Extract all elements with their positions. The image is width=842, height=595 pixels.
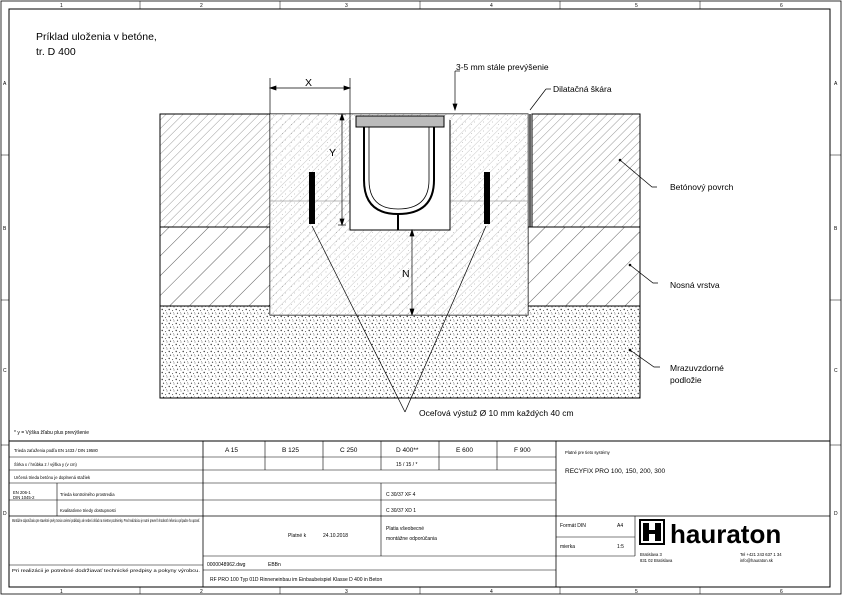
- surface-slab-right: [531, 113, 641, 228]
- class-f900: F 900: [514, 447, 531, 454]
- dim-n-label: N: [402, 268, 410, 280]
- norm-din1045: DIN 1045-2: [13, 495, 35, 500]
- valid-date: 24.10.2018: [323, 533, 348, 539]
- class-d400: D 400**: [396, 447, 419, 454]
- rebar-label: Oceľová výstuž Ø 10 mm každých 40 cm: [419, 408, 574, 418]
- overhang-label: 3-5 mm stále prevýšenie: [456, 62, 549, 72]
- frost-label-line1: Mrazuvzdorné: [670, 363, 724, 373]
- drawing-name: RF PRO 100 Typ 01D Rinneneinbau im Einba…: [210, 577, 382, 583]
- address-line1: Bratislava 3: [640, 552, 663, 557]
- col-label-4-bottom: 4: [490, 589, 493, 595]
- row-dimensions: Šírka x / hrúbka z / výška y (v cm): [14, 462, 77, 467]
- row-env1: Trieda kontrolného prostredia: [60, 492, 115, 497]
- class-c250: C 250: [340, 447, 358, 454]
- grating: [355, 115, 445, 128]
- col-label-3-bottom: 3: [345, 589, 348, 595]
- row-env2: Kvalitatívne triedy dostupnosti: [60, 508, 116, 513]
- col-label-1: 1: [60, 3, 63, 9]
- row-label-b-right: B: [834, 226, 838, 232]
- dim-x-label: X: [305, 77, 312, 89]
- format-value: A4: [617, 523, 623, 529]
- row-label-c-right: C: [834, 368, 838, 374]
- footnote: * y = Výška žľabu plus prevýšenie: [14, 430, 89, 436]
- dimensions: [268, 70, 460, 317]
- col-label-1-bottom: 1: [60, 589, 63, 595]
- row-label-a: A: [3, 81, 7, 87]
- hauraton-logo: hauraton: [639, 519, 781, 549]
- drawing-title-line1: Príklad uloženia v betóne,: [36, 31, 157, 43]
- drainage-channel: [349, 115, 451, 231]
- file-name: 0000048962.dwg: [207, 562, 246, 568]
- applies-label: Platné pre tieto systémy: [565, 450, 611, 455]
- col-label-4: 4: [490, 3, 493, 9]
- dims-value: 15 / 15 / *: [396, 462, 417, 468]
- class-e600: E 600: [456, 447, 473, 454]
- email: info@hauraton.sk: [740, 558, 774, 563]
- base-layer-label: Nosná vrstva: [670, 280, 720, 290]
- rebar-right: [484, 172, 490, 224]
- row-label-c: C: [3, 368, 7, 374]
- col-label-5-bottom: 5: [635, 589, 638, 595]
- class-a15: A 15: [225, 447, 238, 454]
- brand-name: hauraton: [670, 519, 781, 549]
- scale-label: mierka: [560, 544, 575, 550]
- col-label-2-bottom: 2: [200, 589, 203, 595]
- drawing-title-line2: tr. D 400: [36, 46, 76, 58]
- row-label-b: B: [3, 226, 7, 232]
- row-label-d: D: [3, 511, 7, 517]
- validity-line1: Platia všeobecné: [386, 526, 424, 532]
- joint-label: Dilatačná škára: [553, 84, 612, 94]
- row-label-a-right: A: [834, 81, 838, 87]
- frost-resistant-subbase: [159, 305, 641, 399]
- scale-value: 1:5: [617, 544, 624, 550]
- col-label-6-bottom: 6: [780, 589, 783, 595]
- row-concrete-strength: Určená trieda betónu je doplnená stažiek: [14, 475, 91, 480]
- dim-y-label: Y: [329, 147, 336, 159]
- title-block: [8, 440, 831, 588]
- notes-text2: Pri realizácii je potrebné dodržiavať te…: [12, 568, 200, 573]
- class-b125: B 125: [282, 447, 299, 454]
- rebar-left: [309, 172, 315, 224]
- col-label-6: 6: [780, 3, 783, 9]
- col-label-5: 5: [635, 3, 638, 9]
- cross-section: [159, 113, 641, 399]
- phone: Tel +421 243 637 1 34: [740, 552, 782, 557]
- address-line2: 831 02 Bratislava: [640, 558, 673, 563]
- systems: RECYFIX PRO 100, 150, 200, 300: [565, 468, 665, 475]
- notes-text: Montážne odporúčania pre stavebné prvky …: [12, 518, 200, 523]
- frost-label-line2: podložie: [670, 375, 702, 385]
- col-label-3: 3: [345, 3, 348, 9]
- env-value1: C 30/37 XF 4: [386, 492, 416, 498]
- author: EBBn: [268, 562, 281, 568]
- env-value2: C 30/37 XD 1: [386, 508, 416, 514]
- norm-en206: EN 206-1: [13, 490, 31, 495]
- row-label-d-right: D: [834, 511, 838, 517]
- validity-line2: montážne odporúčania: [386, 536, 437, 542]
- col-label-2: 2: [200, 3, 203, 9]
- row-load-class: Trieda zaťaženia podľa EN 1433 / DIN 195…: [14, 448, 99, 453]
- surface-slab-left: [159, 113, 271, 228]
- format-label: Formát DIN: [560, 523, 586, 529]
- concrete-surface-label: Betónový povrch: [670, 182, 734, 192]
- valid-label: Platné k: [288, 533, 307, 539]
